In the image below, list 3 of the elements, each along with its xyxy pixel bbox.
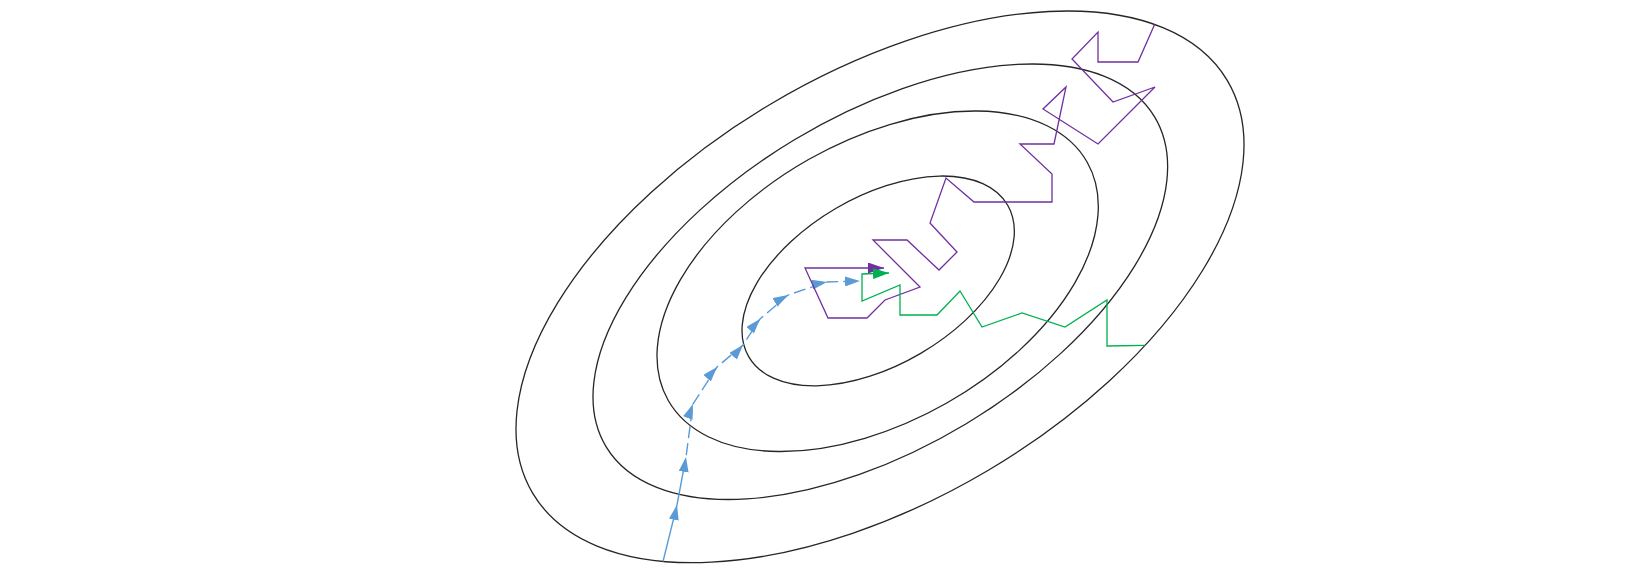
zigzag-arrow xyxy=(861,268,1146,347)
zigzag-arrow xyxy=(804,23,1156,319)
dashed-arrow xyxy=(662,276,861,563)
